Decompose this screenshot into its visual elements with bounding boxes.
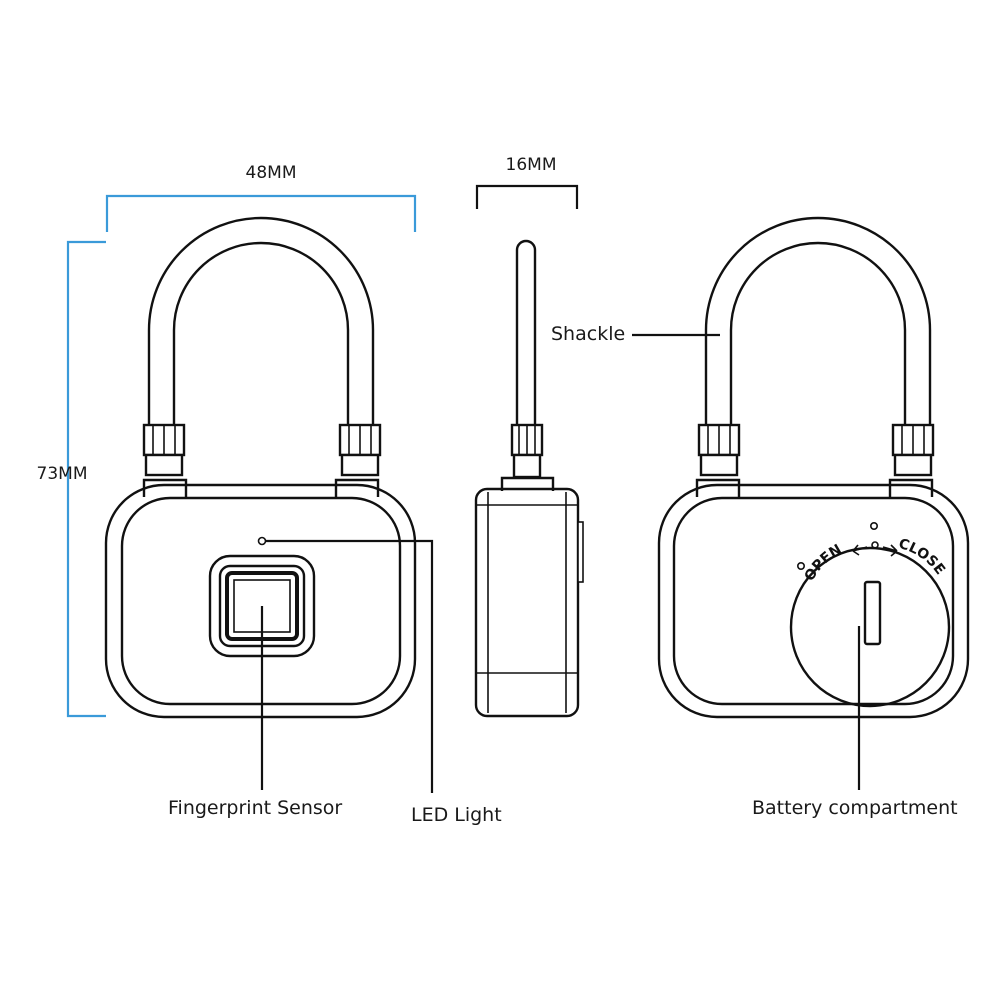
battery-cover-open-label: OPEN xyxy=(802,542,845,584)
led-light-leader xyxy=(266,539,434,793)
front-shackle xyxy=(142,216,382,497)
led-light-dot xyxy=(257,536,267,546)
battery-cover: OPEN CLOSE xyxy=(789,521,951,708)
led-light-label: LED Light xyxy=(411,804,502,826)
back-view: OPEN CLOSE xyxy=(657,216,970,719)
depth-dimension-label: 16MM xyxy=(506,155,557,175)
battery-cover-slot xyxy=(863,580,882,646)
close-arrow-icon xyxy=(882,544,898,557)
front-body-outer xyxy=(104,483,417,719)
back-body-inner xyxy=(672,496,955,706)
back-shackle xyxy=(695,216,935,497)
back-body-outer xyxy=(657,483,970,719)
front-view xyxy=(104,216,417,719)
height-dimension-label: 73MM xyxy=(37,464,88,484)
battery-compartment-label: Battery compartment xyxy=(752,797,958,819)
side-view xyxy=(474,239,584,718)
open-arrow-icon xyxy=(852,544,868,556)
side-shackle xyxy=(515,239,537,427)
fingerprint-sensor-label: Fingerprint Sensor xyxy=(168,797,342,819)
width-dimension-label: 48MM xyxy=(246,163,297,183)
depth-dimension: 16MM xyxy=(475,155,579,209)
shackle-label: Shackle xyxy=(551,323,625,345)
width-dimension: 48MM xyxy=(105,163,417,232)
height-dimension: 73MM xyxy=(37,240,106,718)
side-body xyxy=(474,487,580,718)
